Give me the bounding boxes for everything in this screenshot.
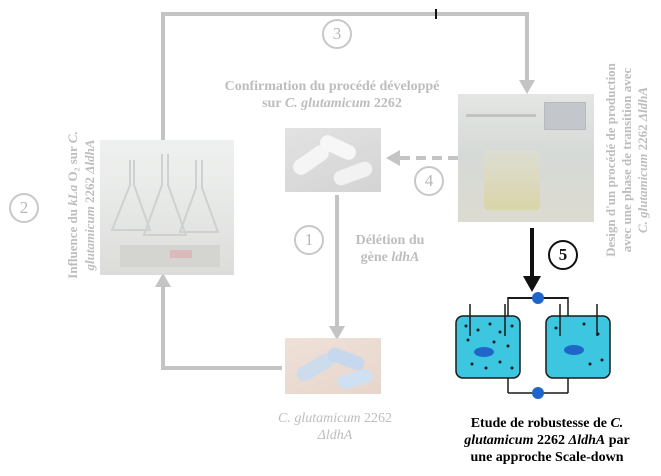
impeller-right [564,345,584,355]
bioreactor-photo [458,94,594,222]
cells-left [464,322,514,370]
strain-line-2: ΔldhA [317,428,353,443]
micrograph-bottom [285,338,381,394]
arrow-step-5-head [523,276,541,292]
robust-line-1: Etude de robustesse de C. [470,416,624,431]
confirmation-label: Confirmation du procédé développé sur C.… [182,78,482,112]
step-2-badge: 2 [9,193,39,223]
arrow-step-4-head [386,150,400,166]
vessel [484,150,540,210]
robustness-label: Etude de robustesse de C. glutamicum 226… [433,415,661,466]
pump-top [532,292,544,304]
deletion-line-1: Délétion du [355,233,425,248]
step-5-badge: 5 [548,240,578,270]
control-panel [544,102,586,130]
tubing [466,114,536,117]
step-1-badge: 1 [294,225,324,255]
pump-bottom [532,387,544,399]
arrow-step-3-head [519,80,535,94]
step-3-badge: 3 [322,19,352,49]
step-4-badge: 4 [414,166,444,196]
deletion-line-2: gène ldhA [360,250,420,265]
flask-shape-1 [110,160,152,231]
confirmation-line-1: Confirmation du procédé développé [224,79,440,94]
micrograph-top [285,128,381,192]
flask-shape-2 [142,154,188,236]
flask-photo [100,140,234,275]
flask-shape-3 [178,160,220,233]
robust-line-3: une approche Scale-down [470,450,624,465]
deletion-label: Délétion du gène ldhA [340,232,440,266]
impeller-left [474,347,494,357]
cells-right [554,322,604,366]
shaker-display [170,250,192,258]
strain-label: C. glutamicum 2262 ΔldhA [260,410,410,444]
arrow-step-1-head [329,326,345,340]
robust-line-2: glutamicum 2262 ΔldhA par [464,433,630,448]
arrow-step-3 [161,12,529,140]
confirmation-line-2: sur C. glutamicum 2262 [262,96,402,111]
strain-line-1: C. glutamicum 2262 [278,411,392,426]
arrow-step-2-head [155,273,171,287]
arrow-step-2 [161,285,282,370]
